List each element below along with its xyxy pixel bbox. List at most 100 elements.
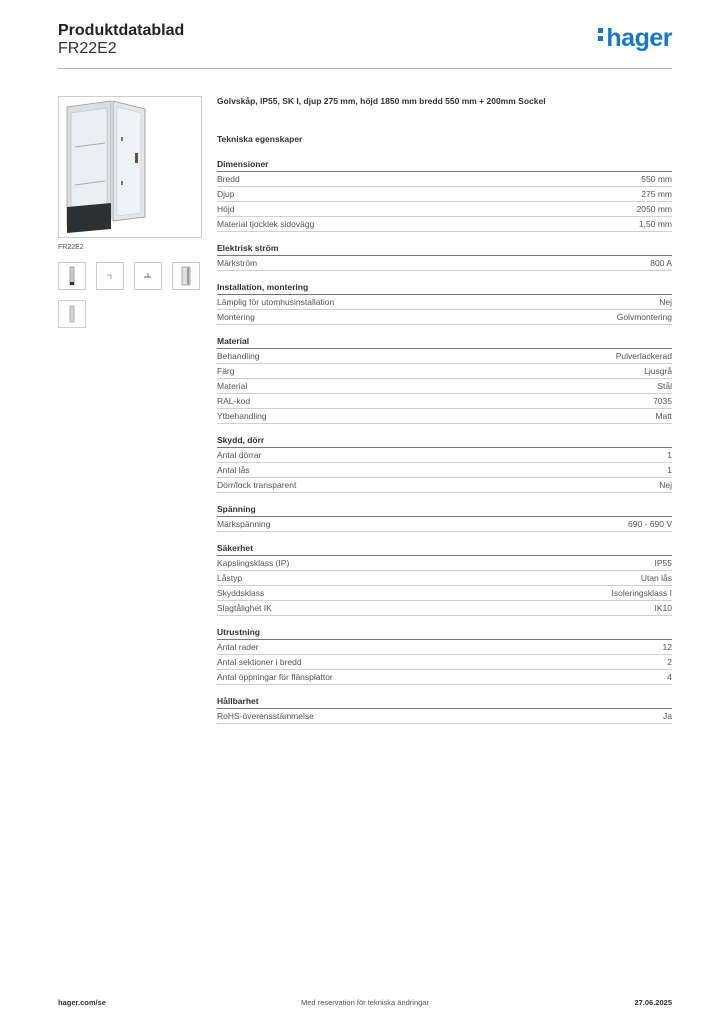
- thumbnail-3[interactable]: [134, 262, 162, 290]
- spec-label: Dörr/lock transparent: [217, 480, 297, 490]
- panel-icon: [181, 266, 191, 286]
- product-code: FR22E2: [58, 40, 117, 57]
- spec-label: Höjd: [217, 204, 235, 214]
- product-description: Golvskåp, IP55, SK I, djup 275 mm, höjd …: [217, 96, 546, 106]
- spec-label: Behandling: [217, 351, 260, 361]
- spec-value: 1: [667, 450, 672, 460]
- thumbnail-2[interactable]: [96, 262, 124, 290]
- spec-row: Material Stål: [217, 379, 672, 394]
- spec-label: Antal sektioner i bredd: [217, 657, 302, 667]
- product-content: Golvskåp, IP55, SK I, djup 275 mm, höjd …: [217, 96, 672, 734]
- spec-row: Antal sektioner i bredd 2: [217, 655, 672, 670]
- spec-group-title: Utrustning: [217, 626, 672, 640]
- spec-label: Montering: [217, 312, 255, 322]
- spec-row: Behandling Pulverlackerad: [217, 349, 672, 364]
- logo-text: hager: [606, 24, 672, 52]
- spec-value: Golvmontering: [616, 312, 672, 322]
- spec-label: Antal rader: [217, 642, 259, 652]
- spec-value: Utan lås: [640, 573, 672, 583]
- spec-label: Skyddsklass: [217, 588, 265, 598]
- product-image: [58, 96, 202, 238]
- spec-label: Märkström: [217, 258, 258, 268]
- spec-label: Bredd: [217, 174, 240, 184]
- spec-row: Dörr/lock transparent Nej: [217, 478, 672, 493]
- spec-row: Montering Golvmontering: [217, 310, 672, 325]
- spec-group-title: Material: [217, 335, 672, 349]
- document-title: Produktdatablad: [58, 22, 185, 39]
- spec-row: Antal rader 12: [217, 640, 672, 655]
- spec-label: Färg: [217, 366, 235, 376]
- spec-row: Märkström 800 A: [217, 256, 672, 271]
- spec-row: Färg Ljusgrå: [217, 364, 672, 379]
- spec-value: Stål: [657, 381, 672, 391]
- spec-label: Material: [217, 381, 248, 391]
- spec-value: IP55: [654, 558, 673, 568]
- spec-value: Nej: [659, 480, 672, 490]
- spec-label: Låstyp: [217, 573, 243, 583]
- specs-heading: Tekniska egenskaper: [217, 134, 303, 144]
- spec-label: Ytbehandling: [217, 411, 267, 421]
- spec-group-title: Installation, montering: [217, 281, 672, 295]
- spec-value: 275 mm: [641, 189, 672, 199]
- spec-value: 4: [667, 672, 672, 682]
- spec-row: RAL-kod 7035: [217, 394, 672, 409]
- spec-row: Låstyp Utan lås: [217, 571, 672, 586]
- cabinet-illustration-icon: [66, 100, 146, 233]
- spec-label: Slagtålighet IK: [217, 603, 272, 613]
- spec-value: 1: [667, 465, 672, 475]
- thumbnail-4[interactable]: [172, 262, 200, 290]
- footer-website-link[interactable]: hager.com/se: [58, 998, 106, 1007]
- spec-group-title: Dimensioner: [217, 158, 672, 172]
- spec-value: 550 mm: [641, 174, 672, 184]
- spec-group-title: Elektrisk ström: [217, 242, 672, 256]
- spec-value: 800 A: [650, 258, 672, 268]
- spec-group-title: Hållbarhet: [217, 695, 672, 709]
- spec-label: Antal lås: [217, 465, 250, 475]
- spec-value: IK10: [654, 603, 673, 613]
- spec-value: 2: [667, 657, 672, 667]
- spec-value: Nej: [659, 297, 672, 307]
- spec-row: Bredd 550 mm: [217, 172, 672, 187]
- footer-disclaimer: Med reservation för tekniska ändringar: [301, 998, 429, 1007]
- footer-date: 27.06.2025: [634, 998, 672, 1007]
- spec-value: 2050 mm: [636, 204, 672, 214]
- spec-value: 690 - 690 V: [628, 519, 672, 529]
- image-caption: FR22E2: [58, 244, 84, 251]
- spec-value: Pulverlackerad: [615, 351, 672, 361]
- spec-row: Antal lås 1: [217, 463, 672, 478]
- spec-label: Kapslingsklass (IP): [217, 558, 290, 568]
- spec-value: Ljusgrå: [644, 366, 672, 376]
- thumbnail-5[interactable]: [58, 300, 86, 328]
- spec-label: RAL-kod: [217, 396, 251, 406]
- cabinet-side-icon: [69, 266, 75, 286]
- spec-label: RoHS-överensstämmelse: [217, 711, 314, 721]
- hinge-icon: [144, 273, 151, 278]
- spec-row: Märkspänning 690 - 690 V: [217, 517, 672, 532]
- spec-label: Djup: [217, 189, 235, 199]
- logo-colon-icon: [598, 25, 604, 44]
- thumbnail-1[interactable]: [58, 262, 86, 290]
- spec-group-title: Säkerhet: [217, 542, 672, 556]
- spec-row: Djup 275 mm: [217, 187, 672, 202]
- spec-label: Material tjocklek sidovägg: [217, 219, 315, 229]
- spec-value: 12: [662, 642, 672, 652]
- spec-value: 7035: [653, 396, 672, 406]
- spec-label: Märkspänning: [217, 519, 271, 529]
- spec-row: Slagtålighet IK IK10: [217, 601, 672, 616]
- spec-value: Isoleringsklass I: [611, 588, 672, 598]
